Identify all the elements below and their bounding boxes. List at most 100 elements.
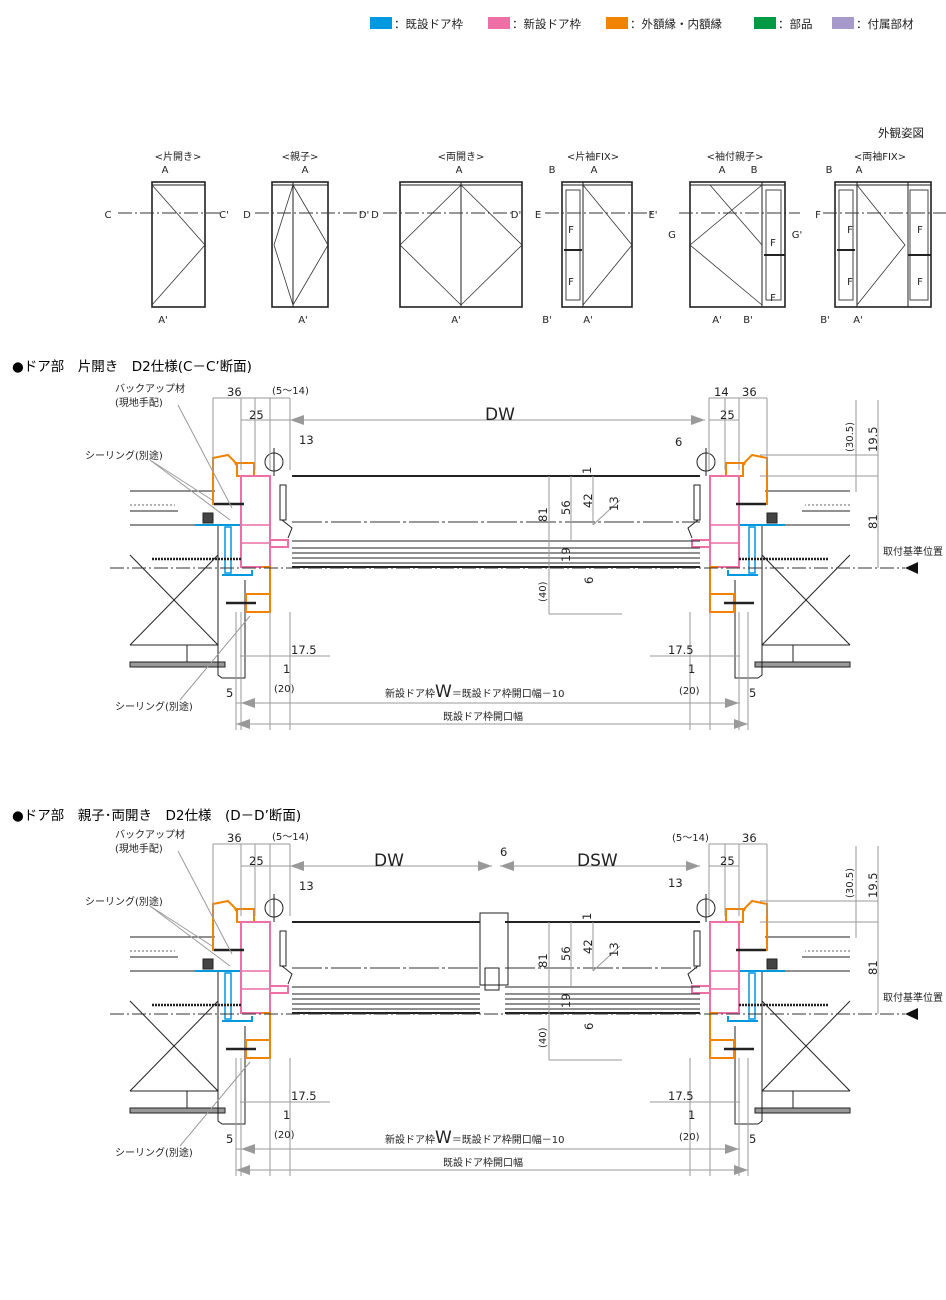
- new-frame: [709, 921, 740, 1014]
- section-mark: B': [820, 315, 830, 326]
- dim-label: 13: [299, 879, 314, 893]
- inner-trim: [709, 1012, 735, 1059]
- new-frame: [709, 475, 740, 568]
- dim-label: 36: [742, 385, 757, 399]
- leader: [149, 459, 213, 501]
- trim-clip: [236, 908, 255, 923]
- door-outline: [271, 181, 329, 308]
- legend-swatch: [606, 17, 628, 29]
- existing-frame: [748, 526, 756, 574]
- new-frame-width-formula: 新設ドア枠W＝既設ドア枠開口幅－10: [385, 682, 565, 702]
- dim-label: (5～14): [272, 832, 309, 843]
- note-sealing: シーリング(別途): [85, 449, 163, 462]
- new-frame: [240, 475, 271, 568]
- legend-label: ：新設ドア枠: [512, 17, 581, 31]
- dim-label: 13: [607, 496, 621, 511]
- frame-assembly: [129, 894, 293, 1125]
- outer-trim: [743, 899, 768, 951]
- dim-label: (5～14): [272, 386, 309, 397]
- astragal-base: [484, 967, 500, 991]
- dim-label: 13: [607, 942, 621, 957]
- section-mark: B: [826, 165, 833, 176]
- door-outline: [834, 181, 932, 308]
- floor-board: [754, 1107, 851, 1114]
- blocking-cross: [129, 554, 219, 646]
- section-mark: F: [568, 225, 574, 236]
- dim-label: 36: [742, 831, 757, 845]
- floor-board: [129, 1107, 226, 1114]
- elevation-label: <袖付親子>: [707, 150, 764, 163]
- dim-label: 1: [580, 913, 594, 920]
- frame-assembly-right: [687, 894, 851, 1125]
- existing-opening-width: 既設ドア枠開口幅: [443, 710, 523, 723]
- dim-label: 1: [283, 662, 290, 676]
- weatherstrip-seal: [281, 519, 293, 539]
- dim-label: 1: [688, 662, 695, 676]
- section-mark: A': [853, 315, 863, 326]
- blocking-cross: [129, 1000, 219, 1092]
- new-frame-stop: [691, 985, 711, 994]
- existing-frame: [222, 570, 253, 576]
- legend-swatch: [832, 17, 854, 29]
- weatherstrip: [279, 930, 287, 967]
- dim-label: (20): [274, 1130, 295, 1141]
- new-frame-thermal: [709, 524, 740, 544]
- leader: [592, 499, 621, 526]
- legend-item: ：部品: [754, 17, 813, 31]
- dim-label: 19: [559, 547, 573, 562]
- dim-label: 17.5: [668, 1089, 694, 1103]
- fix-panel: [838, 189, 854, 301]
- weatherstrip-seal: [281, 965, 293, 985]
- blocking-cross: [761, 1000, 851, 1092]
- dim-label: 19.5: [866, 426, 880, 452]
- reference-arrow: [905, 562, 918, 574]
- dim-label: 6: [582, 577, 596, 584]
- fix-panel: [565, 189, 581, 301]
- dim-label: 13: [668, 876, 683, 890]
- dim-label: 6: [500, 845, 507, 859]
- section-mark: C': [219, 210, 229, 221]
- section-mark: A: [302, 165, 309, 176]
- frame-assembly: [129, 448, 293, 679]
- note-backup-material: バックアップ材: [115, 828, 185, 841]
- existing-frame-outline: [734, 525, 763, 679]
- arrowhead: [725, 698, 739, 708]
- section-mark: G: [668, 230, 676, 241]
- dim-label: 42: [581, 939, 595, 954]
- new-frame-stop: [691, 539, 711, 548]
- section-mark: A: [591, 165, 598, 176]
- dim-dw: DW: [485, 405, 515, 425]
- legend-swatch: [488, 17, 510, 29]
- formula-part: 新設ドア枠: [385, 687, 435, 700]
- section-mark: F: [917, 277, 923, 288]
- legend-label: ：付属部材: [856, 17, 914, 31]
- leader: [179, 1061, 251, 1147]
- note-backup-material: バックアップ材: [115, 382, 185, 395]
- elevation-label: <両袖FIX>: [854, 150, 906, 163]
- section-mark: D': [511, 210, 521, 221]
- dim-label: 1: [283, 1108, 290, 1122]
- weatherstrip: [279, 484, 287, 521]
- backup-material: [766, 512, 778, 524]
- note-backup-sub: (現地手配): [115, 396, 163, 409]
- dim-label: 81: [536, 507, 550, 522]
- existing-frame: [727, 1016, 758, 1022]
- new-frame-thermal: [240, 970, 271, 990]
- new-frame-thermal: [709, 970, 740, 990]
- section-mark: C: [105, 210, 112, 221]
- arrowhead: [290, 415, 304, 425]
- section-mark: F: [568, 277, 574, 288]
- arrowhead: [478, 861, 492, 871]
- section-mark: A: [719, 165, 726, 176]
- section-mark: D': [359, 210, 369, 221]
- swing-line: [689, 184, 763, 306]
- legend: ：既設ドア枠：新設ドア枠：外額縁・内額縁：部品：付属部材: [370, 17, 914, 31]
- dim-label: (5～14): [672, 833, 709, 844]
- existing-frame-outline: [217, 971, 246, 1125]
- trim-clip: [725, 908, 744, 923]
- dim-label: 1: [688, 1108, 695, 1122]
